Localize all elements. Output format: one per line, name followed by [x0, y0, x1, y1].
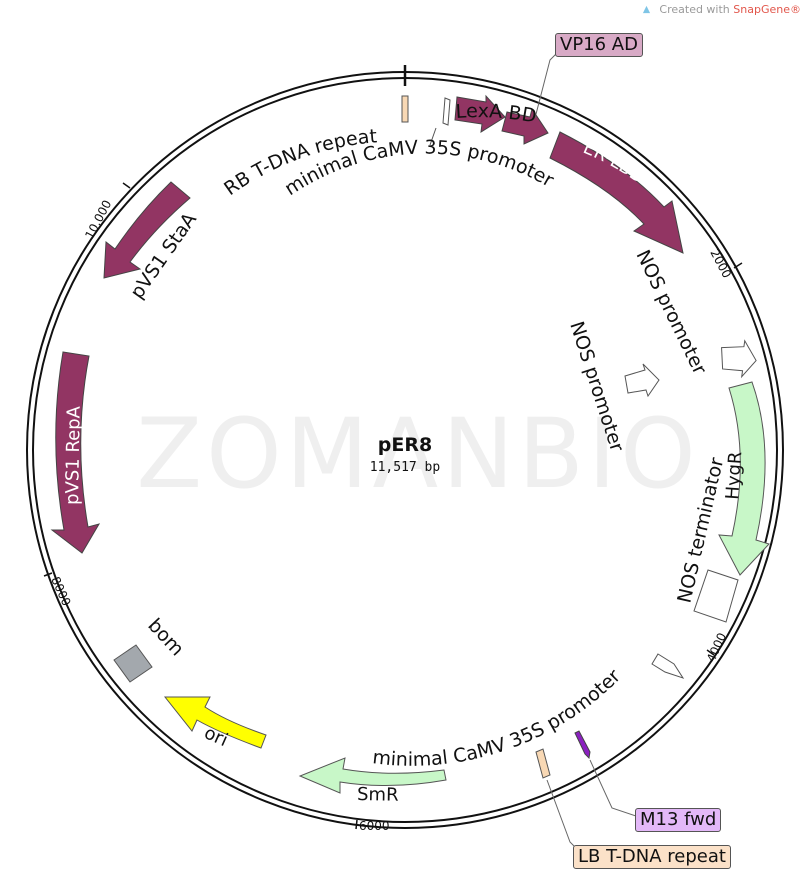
vp16-ad-feature[interactable] [501, 107, 549, 145]
plasmid-size: 11,517 bp [370, 460, 441, 475]
er-lbd-feature[interactable] [549, 131, 684, 254]
nos-promoter-inner-feature[interactable] [624, 363, 660, 398]
bom-feature[interactable] [113, 644, 153, 683]
lb-tdna-repeat-feature[interactable] [535, 748, 551, 779]
pvs1-repa-feature[interactable] [50, 351, 101, 554]
min35s-top-label: minimal CaMV 35S promoter [281, 137, 558, 201]
tick-8000 [43, 572, 53, 577]
vp16-ad-tag[interactable]: VP16 AD [555, 33, 643, 57]
plasmid-name: pER8 [378, 434, 432, 456]
nos-terminator-feature[interactable] [693, 569, 739, 623]
tick-6000 [355, 819, 358, 830]
min35s-bottom-feature[interactable] [651, 653, 685, 679]
bom-label: bom [143, 614, 188, 660]
tick-marks [43, 182, 743, 830]
m13-fwd-feature[interactable] [574, 730, 591, 760]
tick-label-10000: 10,000 [82, 198, 114, 242]
tick-4000 [706, 649, 715, 656]
tick-label-4000: 4000 [704, 631, 729, 665]
pvs1-repa-label: pVS1 RepA [62, 405, 85, 505]
snapgene-logo-icon [643, 5, 651, 14]
pvs1-staa-feature[interactable] [103, 181, 191, 279]
nos-promoter-outer-label: NOS promoter [632, 247, 711, 379]
nos-promoter-outer-feature[interactable] [718, 338, 759, 379]
tick-2000 [733, 262, 743, 269]
tick-label-8000: 8000 [48, 575, 73, 609]
tick-10000 [122, 182, 131, 189]
vp16-leader [534, 53, 557, 119]
rb-tdna-repeat-feature[interactable] [401, 95, 409, 123]
m13-leader [589, 759, 637, 817]
min35s-top-leader [429, 127, 437, 146]
tick-label-6000: 6000 [359, 819, 390, 833]
m13-fwd-tag[interactable]: M13 fwd [635, 808, 722, 832]
lexa-bd-label: LexA BD [455, 100, 538, 127]
tick-label-2000: 2000 [707, 247, 734, 281]
hygr-label: HygR [722, 451, 746, 500]
smr-label: SmR [357, 784, 399, 806]
lb-tdna-repeat-tag[interactable]: LB T-DNA repeat [573, 845, 731, 869]
hygr-feature[interactable] [718, 381, 770, 576]
snapgene-credit: Created with SnapGene® [642, 3, 801, 16]
ori-feature[interactable] [163, 696, 267, 749]
watermark: ZOMANBIO [136, 398, 699, 510]
min35s-top-feature[interactable] [442, 97, 451, 126]
lexa-bd-feature[interactable] [454, 94, 506, 133]
smr-feature[interactable] [298, 757, 447, 794]
